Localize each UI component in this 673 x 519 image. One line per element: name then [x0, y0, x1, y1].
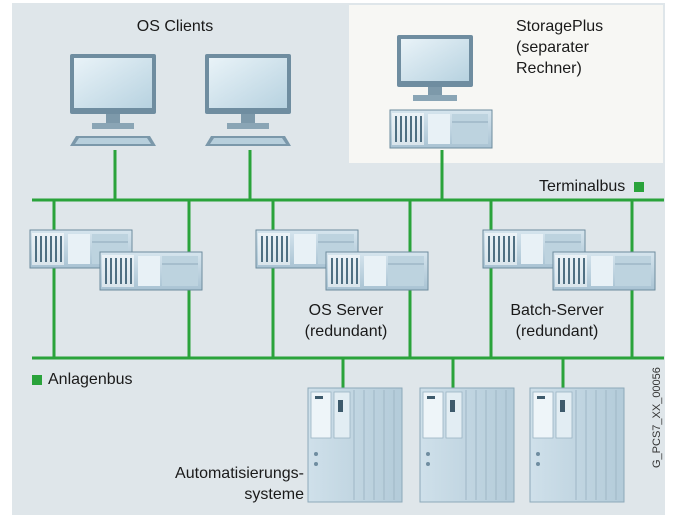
batch-server-label: Batch-Server (redundant) [492, 300, 622, 342]
os-server-label: OS Server (redundant) [286, 300, 406, 342]
automation-systems-label: Automatisierungs- systeme [130, 463, 304, 505]
batch-server-label-line1: Batch-Server [510, 302, 604, 319]
plc-cabinet-icon [529, 387, 625, 503]
anlagenbus-legend: Anlagenbus [32, 369, 192, 390]
os-clients-label: OS Clients [136, 18, 214, 35]
anlagenbus-label: Anlagenbus [48, 371, 133, 388]
storageplus-label-line3: Rechner) [516, 60, 582, 77]
os-server-rack-icon [325, 251, 429, 291]
os-server-label-line1: OS Server [308, 302, 384, 319]
terminalbus-label: Terminalbus [539, 178, 626, 195]
figure-id: G_PCS7_XX_00056 [651, 367, 663, 468]
os-server-label-line2: (redundant) [304, 323, 388, 340]
storageplus-computer [389, 35, 493, 149]
storageplus-label-line1: StoragePlus [516, 18, 604, 35]
server-rack-icon [99, 251, 203, 291]
batch-server-rack-icon [552, 251, 656, 291]
storageplus-label: StoragePlus (separater Rechner) [516, 16, 656, 79]
batch-server-label-line2: (redundant) [515, 323, 599, 340]
automation-label-line2: systeme [244, 486, 304, 503]
automation-label-line1: Automatisierungs- [175, 465, 304, 482]
storageplus-label-line2: (separater [516, 39, 589, 56]
legend-square-icon [633, 181, 644, 192]
legend-square-icon [32, 374, 42, 385]
server-rack-icon [389, 109, 493, 149]
plc-cabinet-icon [307, 387, 403, 503]
terminalbus-legend: Terminalbus [539, 176, 669, 197]
plc-cabinet-icon [419, 387, 515, 503]
